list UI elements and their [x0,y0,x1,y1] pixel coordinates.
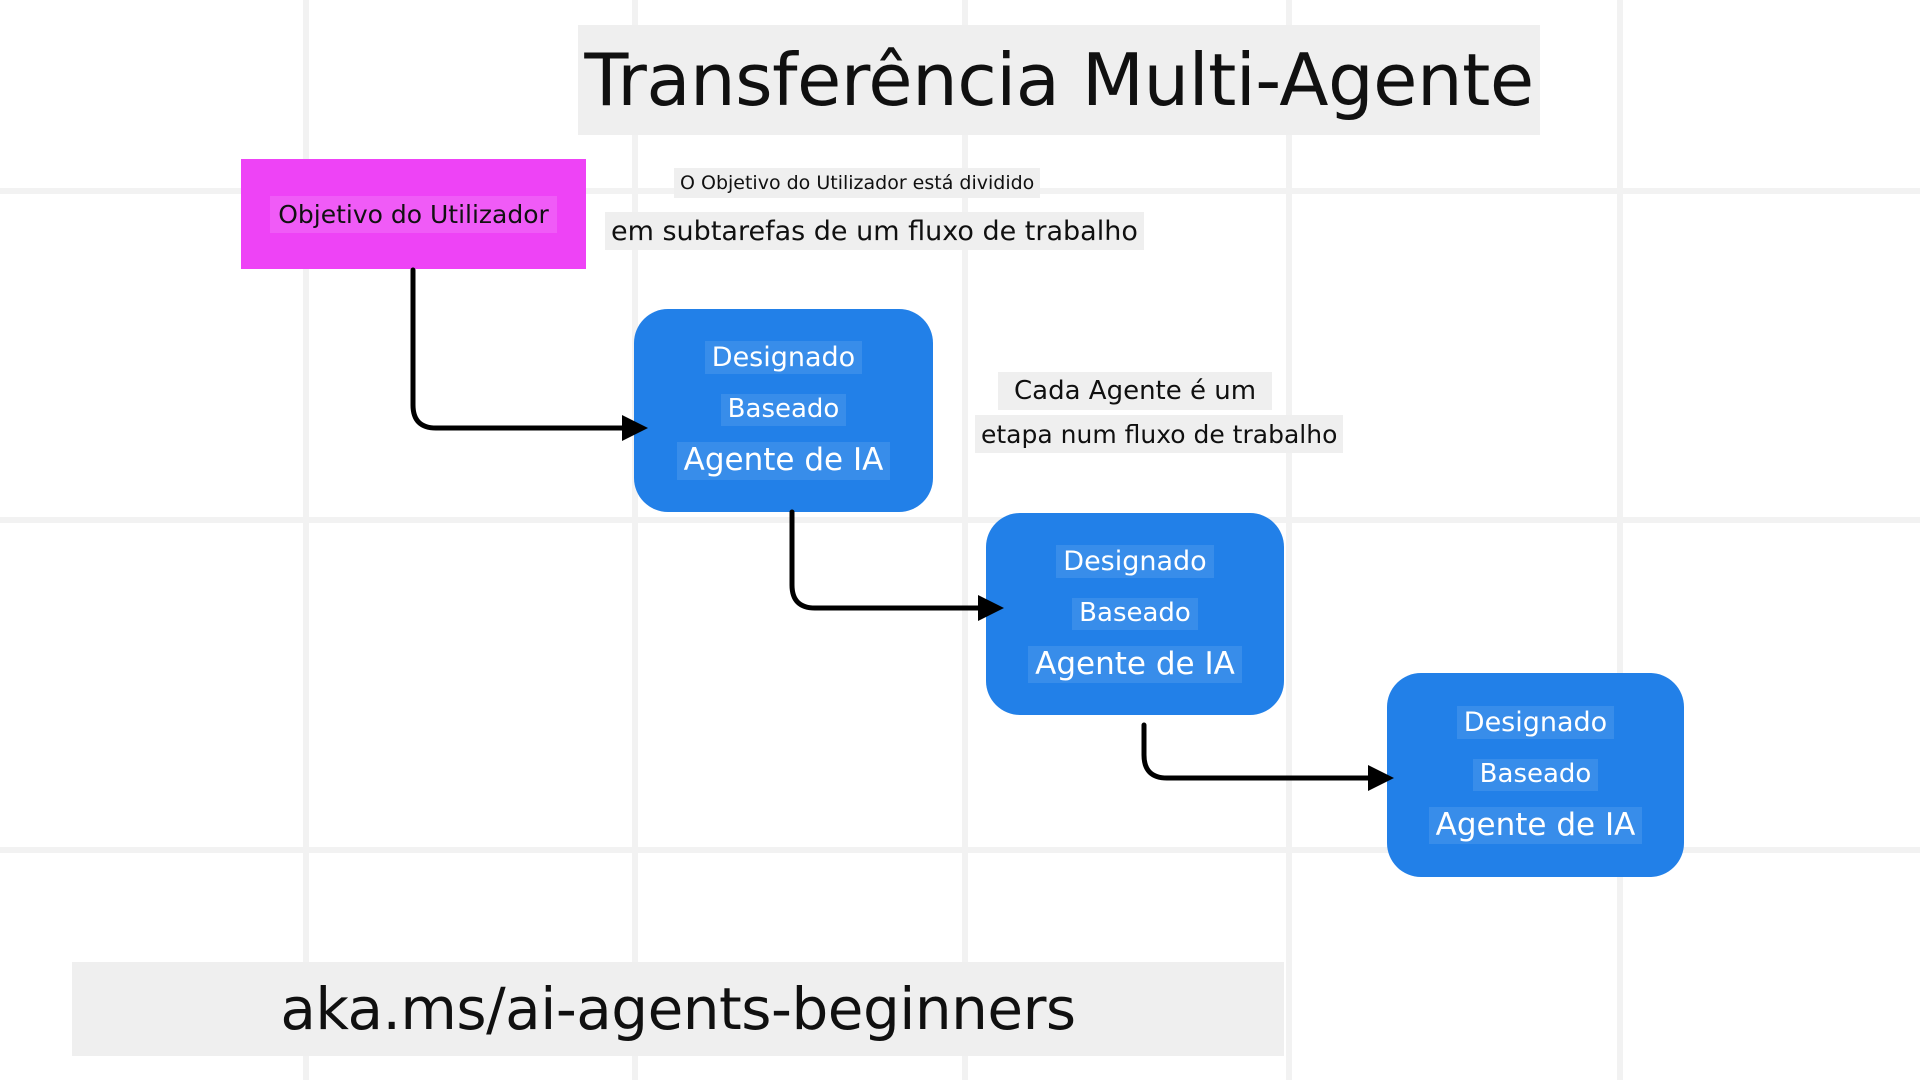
gridline-vertical [632,0,638,1080]
gridline-horizontal [0,517,1920,523]
connector-arrow-agent-2-to-agent-3 [1141,722,1394,791]
footer-url[interactable]: aka.ms/ai-agents-beginners [72,962,1284,1056]
agent-3-line-1: Designado [1456,705,1615,739]
gridline-vertical [962,0,968,1080]
page-title: Transferência Multi-Agente [578,25,1540,135]
connector-arrow-agent-1-to-agent-2 [789,509,1004,621]
agent-node-3[interactable]: Designado Baseado Agente de IA [1387,673,1684,877]
user-goal-node[interactable]: Objetivo do Utilizador [241,159,586,269]
agent-2-line-1: Designado [1056,544,1214,578]
agent-2-line-2: Baseado [1072,597,1198,630]
agent-node-2[interactable]: Designado Baseado Agente de IA [986,513,1284,715]
agent-node-1[interactable]: Designado Baseado Agente de IA [634,309,933,512]
agent-3-line-3: Agente de IA [1428,806,1643,845]
connector-arrow-goal-to-agent-1 [410,267,648,441]
subtitle-line-1: O Objetivo do Utilizador está dividido [674,168,1041,198]
agent-1-line-3: Agente de IA [676,442,891,480]
agent-2-line-3: Agente de IA [1028,645,1242,684]
subtitle-line-2: em subtarefas de um fluxo de trabalho [605,212,1144,250]
agent-3-line-2: Baseado [1472,758,1599,791]
agent-1-line-1: Designado [704,341,863,375]
user-goal-label: Objetivo do Utilizador [270,195,557,233]
note-line-1: Cada Agente é um [998,372,1273,410]
agent-1-line-2: Baseado [720,394,847,427]
gridline-vertical [1286,0,1292,1080]
gridline-vertical [1617,0,1623,1080]
note-line-2: etapa num fluxo de trabalho [975,415,1344,453]
